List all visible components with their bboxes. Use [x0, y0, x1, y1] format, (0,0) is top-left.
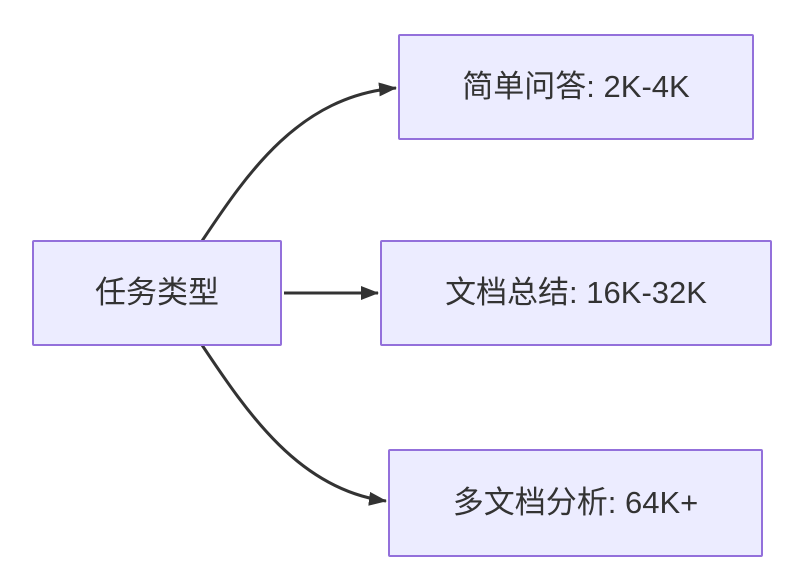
- node-multidoc-analysis: 多文档分析: 64K+: [388, 449, 763, 557]
- edge-task-type-to-multidoc-analysis: [200, 344, 387, 506]
- node-simple-qa-label: 简单问答: 2K-4K: [462, 69, 690, 105]
- node-simple-qa: 简单问答: 2K-4K: [398, 34, 754, 140]
- edge-task-type-to-simple-qa: [200, 82, 397, 242]
- node-doc-summary: 文档总结: 16K-32K: [380, 240, 772, 346]
- node-multidoc-analysis-label: 多文档分析: 64K+: [452, 485, 699, 521]
- node-task-type-label: 任务类型: [95, 275, 219, 311]
- node-task-type: 任务类型: [32, 240, 282, 346]
- node-doc-summary-label: 文档总结: 16K-32K: [445, 275, 707, 311]
